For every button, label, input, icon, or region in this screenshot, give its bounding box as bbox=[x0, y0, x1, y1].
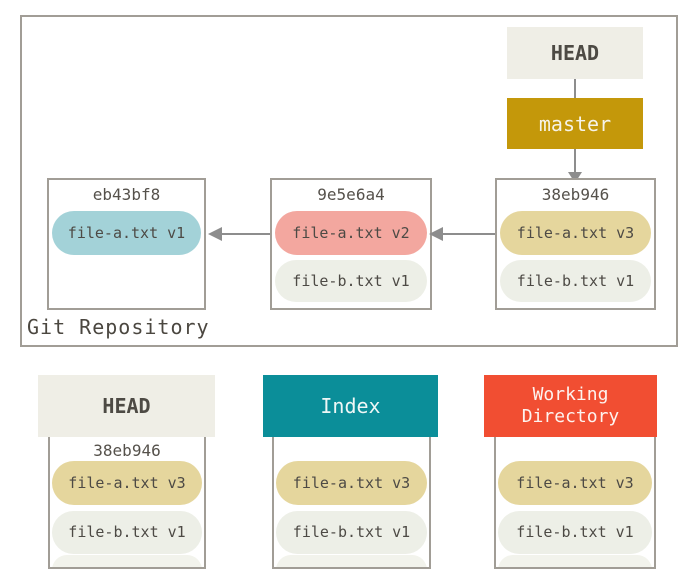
file-pill: file-a.txt v3 bbox=[276, 461, 427, 505]
file-pill: file-a.txt v2 bbox=[275, 211, 427, 255]
commit-hash: 9e5e6a4 bbox=[317, 185, 385, 204]
file-pill: file-b.txt v1 bbox=[498, 511, 652, 554]
arrow-down-icon bbox=[568, 172, 582, 183]
commit-hash: eb43bf8 bbox=[92, 185, 161, 204]
parent-arrow-line bbox=[221, 233, 270, 235]
file-pill: file-b.txt v1 bbox=[52, 511, 202, 554]
working-directory-tree-header: Working Directory bbox=[484, 375, 657, 437]
clipped-file-pill bbox=[276, 555, 427, 567]
head-tree-body: 38eb946 file-a.txt v3 file-b.txt v1 bbox=[48, 430, 206, 569]
head-tree-header: HEAD bbox=[38, 375, 215, 437]
clipped-file-pill bbox=[498, 555, 652, 567]
file-pill: file-b.txt v1 bbox=[500, 260, 651, 302]
master-branch-box: master bbox=[507, 98, 643, 149]
clipped-file-pill bbox=[52, 555, 202, 567]
file-pill: file-b.txt v1 bbox=[276, 511, 427, 554]
commit-box-38eb946: 38eb946 file-a.txt v3 file-b.txt v1 bbox=[495, 178, 656, 310]
head-pointer-box: HEAD bbox=[507, 27, 643, 79]
commit-box-9e5e6a4: 9e5e6a4 file-a.txt v2 file-b.txt v1 bbox=[270, 178, 432, 310]
file-pill: file-b.txt v1 bbox=[275, 260, 427, 302]
index-tree-body: file-a.txt v3 file-b.txt v1 bbox=[272, 430, 431, 569]
commit-hash: 38eb946 bbox=[541, 185, 610, 204]
parent-arrow-line bbox=[442, 233, 495, 235]
arrow-left-icon bbox=[208, 227, 222, 241]
arrow-left-icon bbox=[429, 227, 443, 241]
file-pill: file-a.txt v3 bbox=[52, 461, 202, 505]
commit-box-eb43bf8: eb43bf8 file-a.txt v1 bbox=[47, 178, 206, 310]
working-directory-tree-body: file-a.txt v3 file-b.txt v1 bbox=[494, 430, 656, 569]
git-repository-label: Git Repository bbox=[27, 315, 210, 339]
head-to-master-line bbox=[574, 79, 576, 98]
file-pill: file-a.txt v1 bbox=[52, 211, 201, 255]
master-to-commit-line bbox=[574, 149, 576, 173]
file-pill: file-a.txt v3 bbox=[498, 461, 652, 505]
tree-commit-hash: 38eb946 bbox=[93, 441, 161, 460]
index-tree-header: Index bbox=[263, 375, 438, 437]
file-pill: file-a.txt v3 bbox=[500, 211, 651, 255]
